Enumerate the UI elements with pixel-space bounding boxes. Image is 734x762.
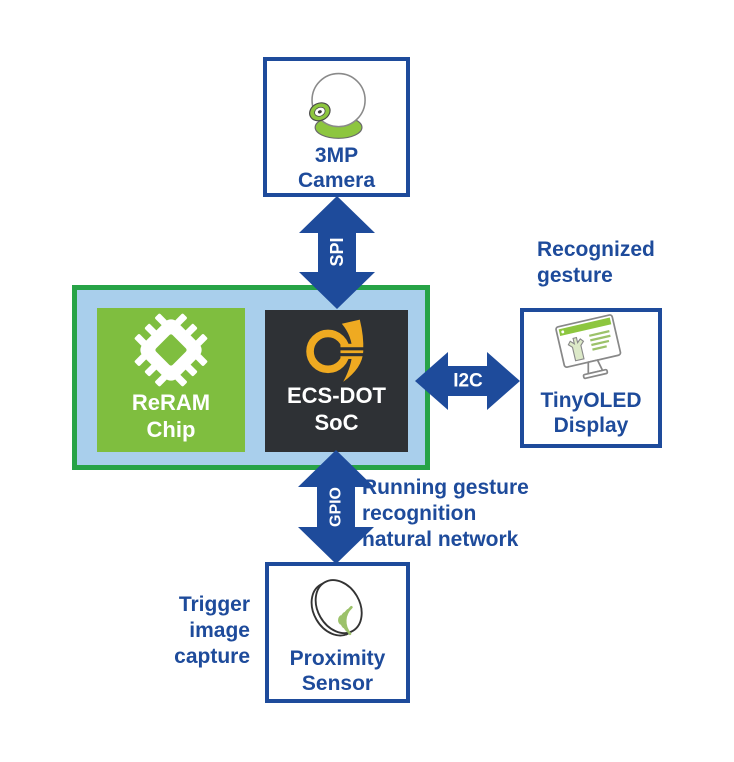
camera-node: 3MP Camera: [263, 57, 410, 197]
i2c-bus-label: I2C: [453, 371, 483, 392]
soc-label: ECS-DOT SoC: [287, 382, 386, 436]
spi-bus-label: SPI: [327, 237, 347, 266]
running-network-line1: Running gesture: [362, 476, 529, 499]
trigger-capture-annotation: Trigger image capture: [130, 592, 250, 670]
recognized-gesture-line1: Recognized: [537, 238, 655, 261]
soc-label-line1: ECS-DOT: [287, 383, 386, 408]
ecs-dot-soc-box: ECS-DOT SoC: [265, 310, 408, 452]
trigger-capture-line1: Trigger: [178, 593, 250, 616]
soc-label-line2: SoC: [314, 410, 359, 435]
running-network-line3: natural network: [362, 528, 519, 551]
recognized-gesture-annotation: Recognized gesture: [537, 237, 655, 289]
camera-label: 3MP Camera: [298, 143, 375, 193]
running-network-line2: recognition: [362, 502, 477, 525]
reram-chip-box: ReRAM Chip: [97, 308, 245, 452]
running-network-annotation: Running gesture recognition natural netw…: [362, 475, 529, 553]
sensor-label-line2: Sensor: [301, 672, 374, 695]
display-label: TinyOLED Display: [540, 388, 641, 438]
gpio-bus-label: GPIO: [328, 487, 345, 527]
gpio-bus-arrow: GPIO: [298, 450, 374, 564]
chip-icon: [134, 313, 208, 387]
display-label-line2: Display: [553, 414, 629, 437]
webcam-icon: [308, 72, 366, 139]
spi-bus-arrow: SPI: [299, 196, 375, 309]
reram-label-line2: Chip: [146, 417, 196, 442]
proximity-disc-icon: [310, 579, 363, 637]
trigger-capture-line3: capture: [174, 645, 250, 668]
trigger-capture-line2: image: [189, 619, 250, 642]
ecs-dot-logo-icon: [305, 319, 364, 382]
camera-label-line1: 3MP: [314, 144, 359, 167]
reram-label: ReRAM Chip: [132, 389, 210, 443]
reram-label-line1: ReRAM: [131, 390, 211, 415]
camera-label-line2: Camera: [297, 169, 376, 192]
sensor-node: Proximity Sensor: [265, 562, 410, 703]
display-node: TinyOLED Display: [520, 308, 662, 448]
display-label-line1: TinyOLED: [540, 389, 642, 412]
i2c-bus-arrow: I2C: [415, 352, 520, 410]
sensor-label-line1: Proximity: [289, 647, 386, 670]
sensor-label: Proximity Sensor: [290, 646, 386, 696]
recognized-gesture-line2: gesture: [537, 264, 613, 287]
monitor-icon: [555, 314, 622, 380]
